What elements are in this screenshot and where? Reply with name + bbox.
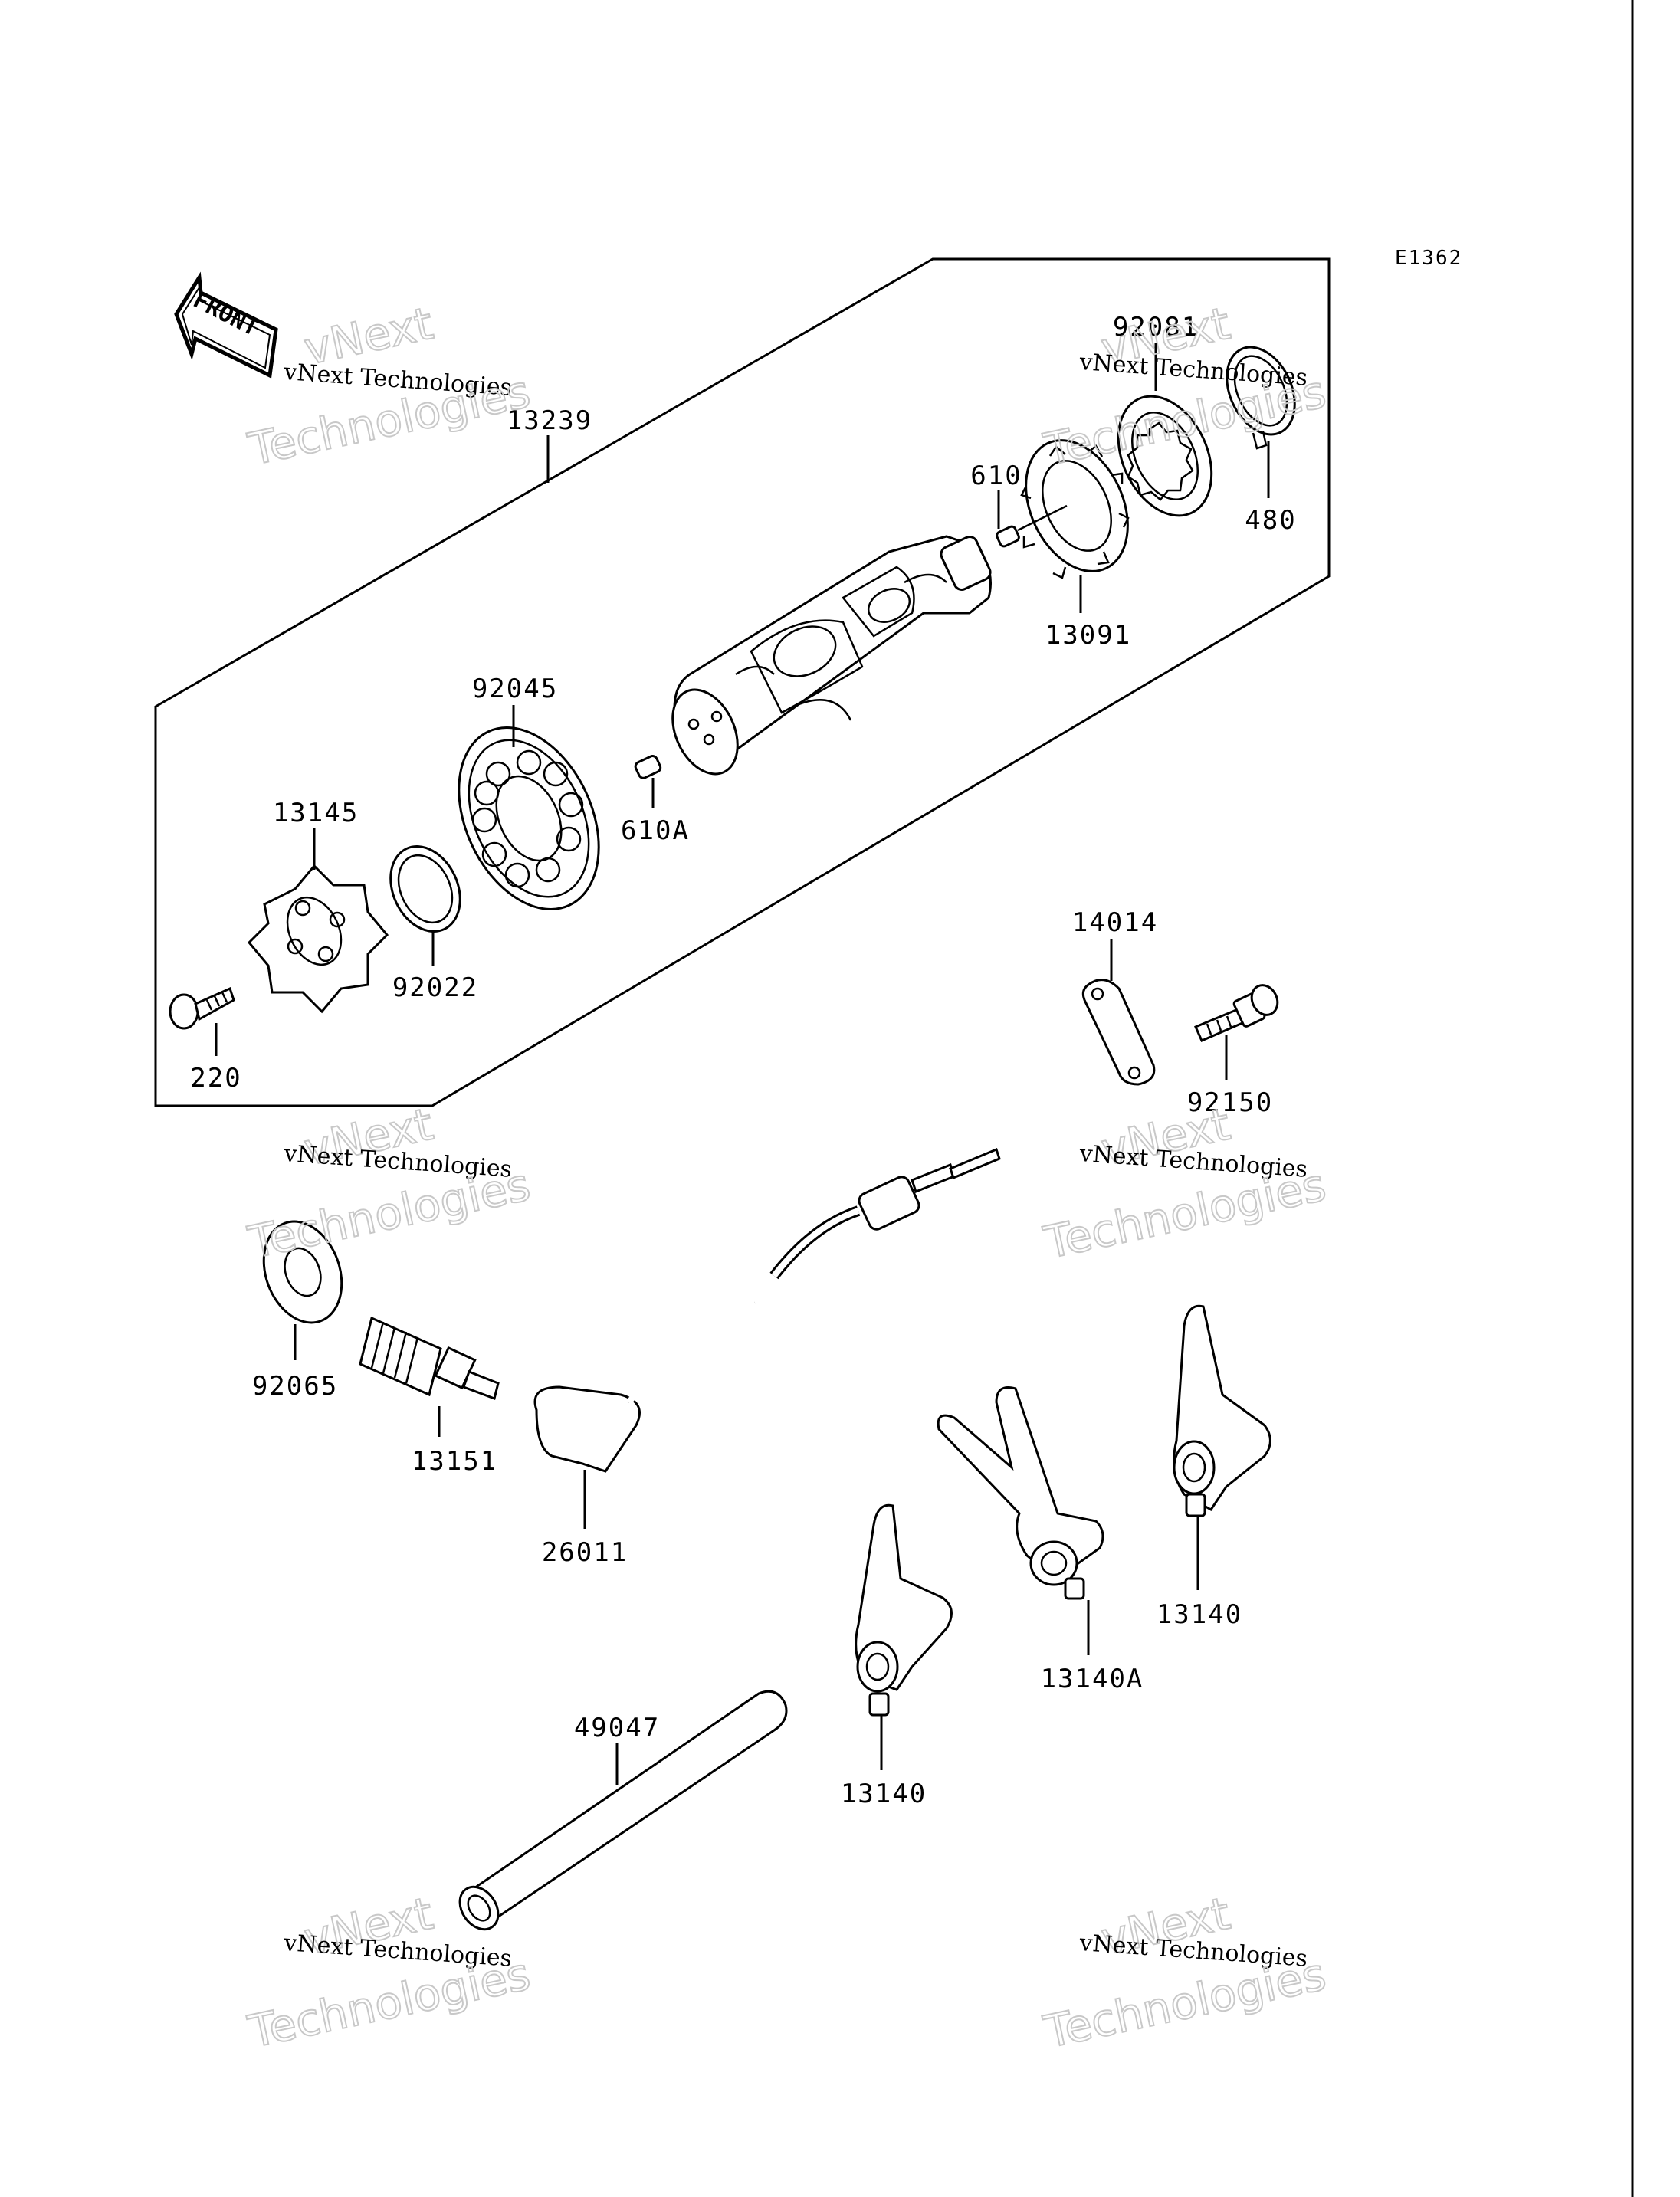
lead-wire-part [533,1147,1001,1473]
label-14014: 14014 [1072,907,1158,938]
label-13145: 13145 [273,798,359,828]
label-220: 220 [190,1063,241,1094]
ring-part [389,845,461,933]
watermark-mid-right: vNext vNext Technologies Technologies [1039,1097,1331,1270]
label-92022: 92022 [392,972,478,1003]
label-92081: 92081 [1113,312,1199,343]
diagram-code: E1362 [1395,247,1462,270]
watermark-mid-left: vNext vNext Technologies Technologies [243,1097,536,1270]
neutral-switch-part [359,1316,500,1400]
pin-part [996,525,1020,548]
assembly-outline [154,257,1331,1107]
label-13140-left: 13140 [841,1779,927,1809]
svg-text:Technologies: Technologies [1039,1948,1331,2058]
plate-part [1081,979,1156,1086]
watermark-bottom-right: vNext vNext Technologies Technologies [1039,1887,1331,2059]
shift-fork-part [1173,1304,1271,1517]
svg-text:Technologies: Technologies [1039,1159,1331,1269]
label-610a: 610A [621,815,690,846]
svg-text:Technologies: Technologies [244,1947,535,2058]
label-13140-right: 13140 [1157,1599,1242,1630]
washer-plate-part [1117,395,1213,517]
label-610: 610 [970,461,1022,491]
svg-text:Technologies: Technologies [244,1158,535,1268]
label-26011: 26011 [542,1537,628,1568]
label-13239: 13239 [507,405,592,436]
screw-part [169,986,235,1030]
seal-part [262,1220,343,1324]
shift-fork-b-part [855,1503,953,1717]
label-13140a: 13140A [1041,1664,1144,1694]
circlip-part [1226,346,1296,450]
bolt-part [1194,984,1279,1042]
label-13091: 13091 [1045,620,1131,651]
shift-drum-part [671,535,992,776]
label-480: 480 [1245,505,1296,536]
cam-gear-part [1020,439,1130,579]
bearing-part [458,726,600,910]
watermark-top-left: vNext vNext Technologies Technologies [243,297,536,477]
leader-lines [215,343,1270,1785]
label-49047: 49047 [574,1713,660,1743]
label-92150: 92150 [1187,1087,1273,1118]
front-arrow-icon: FRONT [174,271,278,379]
shift-fork-a-part [937,1386,1104,1600]
label-92045: 92045 [472,674,558,704]
label-13151: 13151 [412,1446,497,1477]
pin-a-part [634,755,662,779]
fork-shaft-part [458,1690,788,1931]
label-92065: 92065 [252,1371,338,1402]
star-cam-part [247,864,389,1014]
